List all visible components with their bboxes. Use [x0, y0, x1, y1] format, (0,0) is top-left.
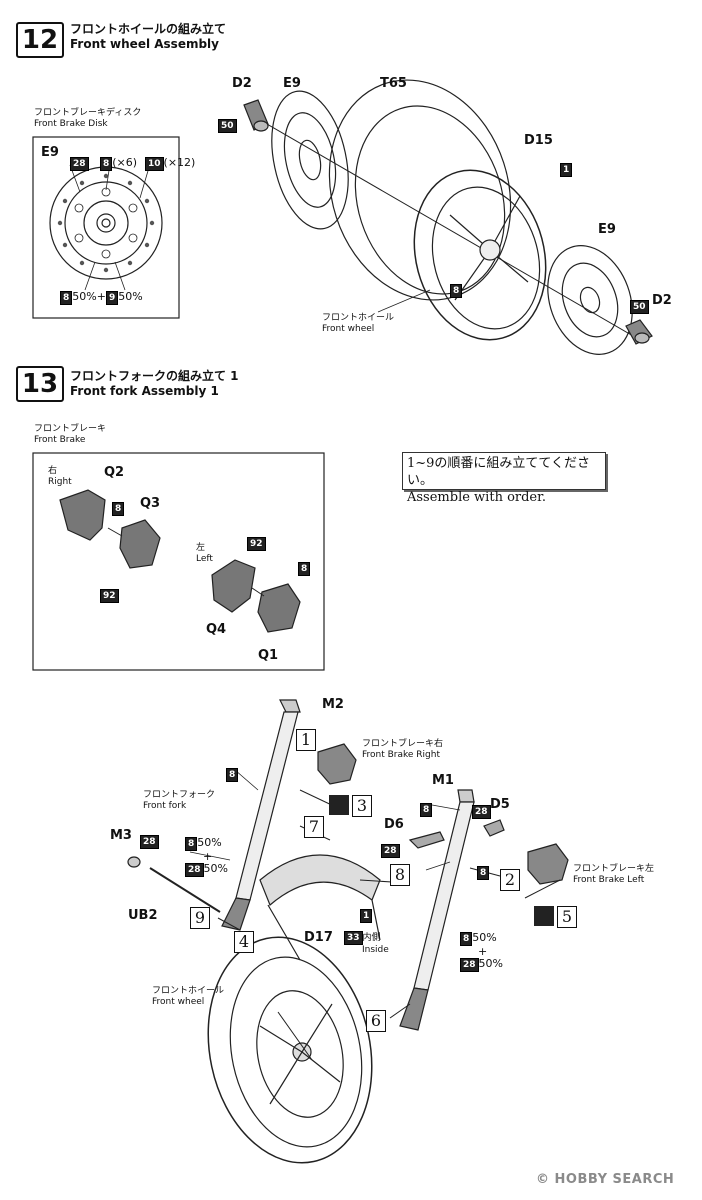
- part-q1: Q1: [258, 648, 279, 663]
- right-label: 右 Right: [48, 466, 72, 487]
- part-e9-top: E9: [283, 76, 301, 91]
- front-fork-label: フロントフォーク Front fork: [143, 790, 216, 811]
- brake-disk-e9-right: [547, 245, 633, 355]
- paint-icon-5: [534, 906, 554, 926]
- badge-50-right: 50: [630, 294, 649, 314]
- brake-inset-frame: [32, 452, 325, 671]
- badge-50-top: 50: [218, 113, 237, 133]
- front-wheel-label-13: フロントホイール Front wheel: [152, 986, 225, 1007]
- axle-bolt-ub2: [149, 867, 221, 913]
- badge-8-m1: 8: [420, 797, 433, 817]
- caliper-front-left: [527, 843, 569, 885]
- front-brake-left-label: フロントブレーキ左 Front Brake Left: [573, 864, 655, 885]
- brake-disk-label: フロントブレーキディスク Front Brake Disk: [34, 108, 142, 129]
- disk-inset-frame: [32, 136, 180, 319]
- badge-8-wheel: 8: [450, 278, 463, 298]
- inset-brake-disk: [49, 166, 163, 280]
- fork-tube-m1: [399, 789, 475, 1031]
- part-q3: Q3: [140, 496, 161, 511]
- part-m3: M3: [110, 828, 132, 843]
- part-e9-right: E9: [598, 222, 616, 237]
- caliper-right: [59, 489, 161, 569]
- inset-badge-10-qty: 10(×12): [145, 151, 195, 171]
- part-d17: D17: [304, 930, 333, 945]
- front-wheel-label-12: フロントホイール Front wheel: [322, 313, 395, 334]
- order-7: 7: [304, 816, 324, 838]
- caliper-front-right: [317, 743, 357, 785]
- part-t65: T65: [380, 76, 407, 91]
- front-brake-right-label: フロントブレーキ右 Front Brake Right: [362, 739, 444, 760]
- step-12-number: 12: [16, 22, 64, 58]
- step-13-number: 13: [16, 366, 64, 402]
- part-q2: Q2: [104, 465, 125, 480]
- step-12-title-en: Front wheel Assembly: [70, 37, 219, 51]
- inset-badge-28: 28: [70, 151, 89, 171]
- part-m2: M2: [322, 697, 344, 712]
- spacer-d2-right: [625, 319, 653, 345]
- order-3: 3: [352, 795, 372, 817]
- paint-icon-3: [329, 795, 349, 815]
- part-ub2: UB2: [128, 908, 158, 923]
- part-q4: Q4: [206, 622, 227, 637]
- front-wheel-assembly: [207, 936, 373, 1164]
- badge-8-left: 8: [298, 556, 311, 576]
- part-m1: M1: [432, 773, 454, 788]
- axle-line: [259, 119, 641, 341]
- badge-8-fork-left: 8: [226, 762, 239, 782]
- badge-92-left: 92: [247, 531, 266, 551]
- left-label: 左 Left: [196, 543, 213, 564]
- order-4: 4: [234, 931, 254, 953]
- order-5: 5: [557, 906, 577, 928]
- part-d2-top: D2: [232, 76, 252, 91]
- fork-tube-m2: [221, 699, 301, 931]
- tyre-t65: [328, 79, 512, 301]
- step-13-title-en: Front fork Assembly 1: [70, 384, 219, 398]
- spacer-d2-top: [243, 99, 269, 132]
- hobbysearch-watermark: © HOBBY SEARCH: [536, 1172, 675, 1187]
- order-8: 8: [390, 864, 410, 886]
- part-d2-right: D2: [652, 293, 672, 308]
- step-12-title-jp: フロントホイールの組み立て: [70, 22, 227, 36]
- wheel-rim-d15: [413, 169, 547, 341]
- order-1: 1: [296, 729, 316, 751]
- brake-disk-e9-left: [271, 90, 349, 230]
- part-d5: D5: [490, 797, 510, 812]
- inset-part-e9: E9: [41, 145, 59, 160]
- order-9: 9: [190, 907, 210, 929]
- badge-8-q2: 8: [112, 496, 125, 516]
- fender-d17: [259, 854, 381, 961]
- badge-1-rim: 1: [560, 157, 573, 177]
- front-brake-label: フロントブレーキ Front Brake: [34, 424, 107, 445]
- caliper-left: [211, 559, 301, 633]
- part-d6: D6: [384, 817, 404, 832]
- inset-badge-8-qty: 8(×6): [100, 151, 137, 171]
- badge-92-right: 92: [100, 583, 119, 603]
- badge-1-d17: 1: [360, 903, 373, 923]
- badge-8-d6: 8: [477, 860, 490, 880]
- badge-28-d6: 28: [381, 838, 400, 858]
- step-13-title-jp: フロントフォークの組み立て 1: [70, 369, 239, 383]
- badge-28-m3: 28: [140, 829, 159, 849]
- part-d15: D15: [524, 133, 553, 148]
- badge-28-d5: 28: [472, 799, 491, 819]
- order-2: 2: [500, 869, 520, 891]
- assembly-order-note: 1~9の順番に組み立ててください。 Assemble with order.: [402, 452, 606, 505]
- order-6: 6: [366, 1010, 386, 1032]
